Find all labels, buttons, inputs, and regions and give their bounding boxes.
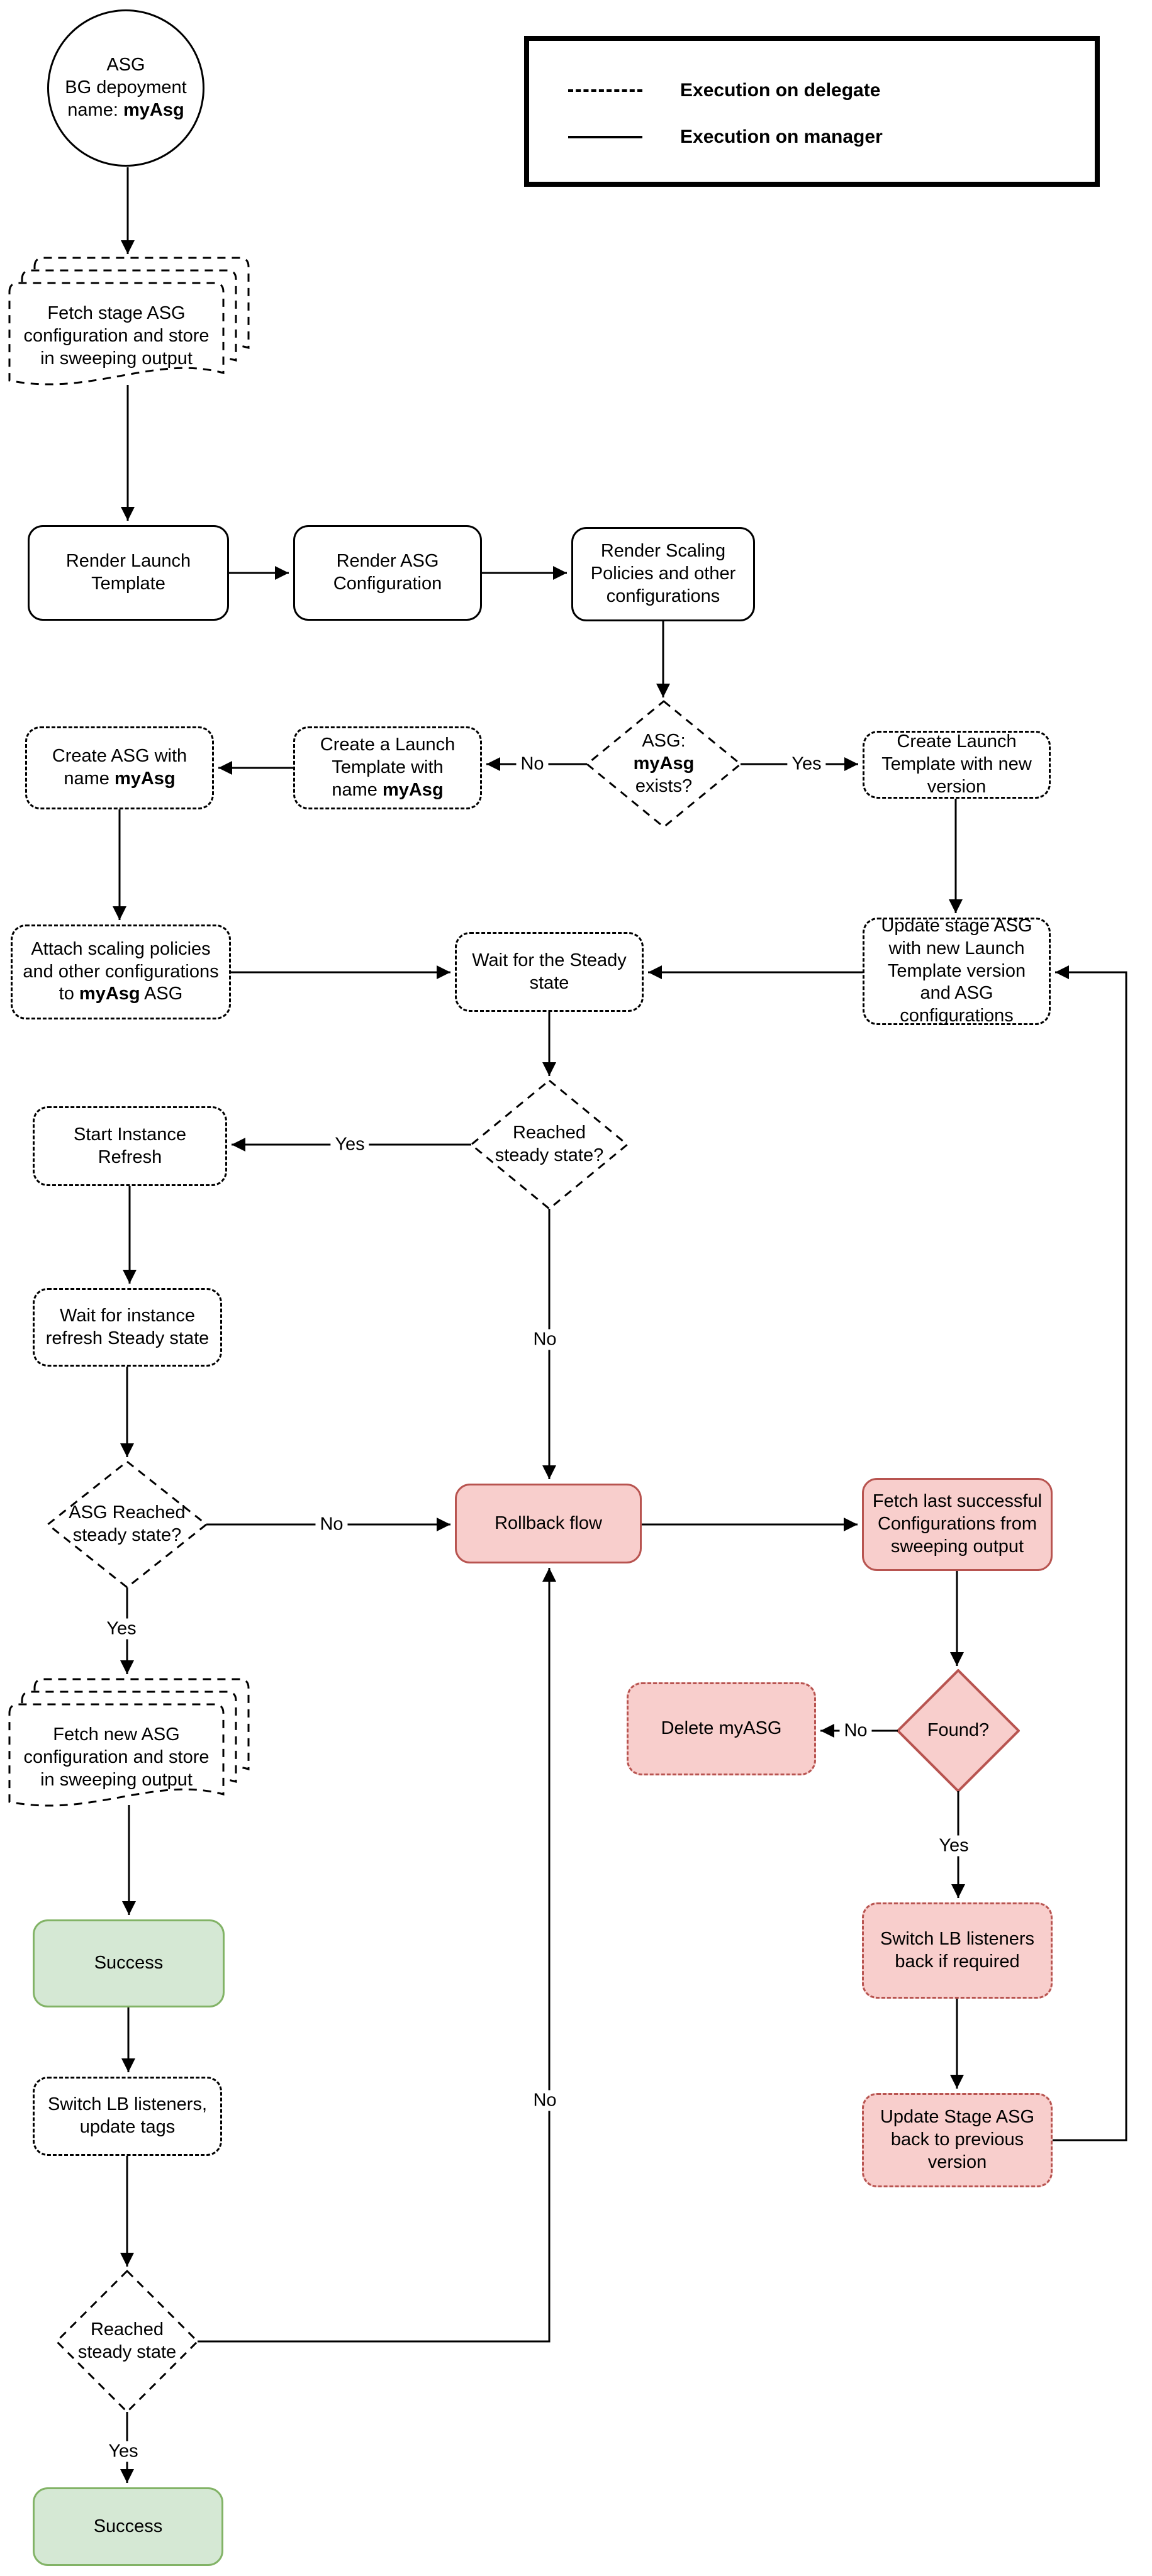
start-line1: ASG	[106, 55, 145, 75]
attach-line2: and other configurations	[23, 961, 219, 982]
reached-steady-diamond-shape	[470, 1079, 629, 1210]
label-final-yes: Yes	[104, 2441, 143, 2462]
create-asg-line1: Create ASG with	[52, 746, 187, 767]
render-scaling-policies-node: Render Scaling Policies and other config…	[571, 527, 755, 621]
label-reached-yes: Yes	[330, 1134, 369, 1155]
found-decision-node: Found?	[902, 1699, 1015, 1762]
start-instance-refresh-node: Start Instance Refresh	[33, 1106, 227, 1186]
update-stage-asg-label: Update stage ASG with new Launch Templat…	[881, 915, 1032, 1026]
success-mid-label: Success	[94, 1953, 164, 1974]
asg-reached-steady-diamond-shape	[47, 1460, 208, 1589]
asg-exists-diamond-shape	[586, 700, 742, 828]
rollback-flow-node: Rollback flow	[455, 1484, 642, 1563]
fetch-stage-label: Fetch stage ASG configuration and store …	[23, 303, 210, 369]
success-mid-node: Success	[33, 1919, 225, 2007]
fetch-stage-node: Fetch stage ASG configuration and store …	[16, 296, 217, 377]
render-launch-template-node: Render Launch Template	[28, 525, 229, 621]
wait-instance-refresh-label: Wait for instance refresh Steady state	[45, 1305, 210, 1348]
reached-steady-decision-node: Reached steady state?	[486, 1107, 612, 1182]
switch-lb-update-tags-label: Switch LB listeners, update tags	[47, 2094, 208, 2137]
asg-exists-line1: ASG:	[642, 731, 686, 752]
attach-line1: Attach scaling policies	[31, 938, 211, 959]
label-asg-reached-no: No	[315, 1514, 348, 1535]
edge-update-back-to-update-stage	[1053, 965, 1127, 2141]
update-stage-back-node: Update Stage ASG back to previous versio…	[862, 2093, 1053, 2187]
dashed-line-sample	[568, 89, 642, 92]
label-found-yes: Yes	[934, 1835, 973, 1857]
asg-exists-line2-bold: myAsg	[633, 753, 695, 774]
start-line3-prefix: name:	[67, 99, 123, 120]
render-asg-configuration-node: Render ASG Configuration	[293, 525, 482, 621]
create-launch-myasg-line3-prefix: name	[332, 779, 383, 800]
attach-scaling-policies-node: Attach scaling policies and other config…	[11, 924, 231, 1019]
label-asg-reached-yes: Yes	[102, 1618, 141, 1640]
reached-steady-final-decision-node: Reached steady state	[61, 2304, 193, 2379]
label-reached-no: No	[528, 1329, 561, 1350]
fetch-new-asg-node: Fetch new ASG configuration and store in…	[16, 1717, 217, 1799]
delete-myasg-node: Delete myASG	[627, 1682, 816, 1775]
create-launch-myasg-line3-bold: myAsg	[382, 779, 444, 800]
asg-exists-line2-suffix: exists?	[635, 775, 693, 796]
reached-steady-final-diamond-shape	[55, 2270, 199, 2413]
switch-lb-back-node: Switch LB listeners back if required	[862, 1902, 1053, 1999]
start-node: ASG BG depoyment name: myAsg	[47, 9, 204, 167]
start-instance-refresh-label: Start Instance Refresh	[74, 1124, 186, 1167]
legend-delegate-label: Execution on delegate	[680, 80, 881, 101]
attach-line3-suffix: ASG	[140, 984, 183, 1004]
edge-final-no-to-rollback	[198, 1568, 556, 2343]
create-asg-line2-prefix: name	[64, 769, 115, 789]
wait-steady-state-node: Wait for the Steady state	[455, 932, 644, 1012]
wait-instance-refresh-node: Wait for instance refresh Steady state	[33, 1288, 222, 1367]
start-line2: BG depoyment	[65, 77, 187, 98]
label-exists-yes: Yes	[787, 753, 826, 775]
wait-steady-state-label: Wait for the Steady state	[472, 950, 627, 993]
label-found-no: No	[839, 1720, 872, 1741]
connectors	[113, 167, 1127, 2483]
fetch-last-successful-label: Fetch last successful Configurations fro…	[872, 1491, 1043, 1557]
update-stage-back-label: Update Stage ASG back to previous versio…	[880, 2107, 1035, 2172]
asg-exists-decision-node: ASG: myAsg exists?	[601, 726, 727, 802]
fetch-stage-multidoc-shape	[8, 257, 250, 386]
create-launch-template-myasg-node: Create a Launch Template with name myAsg	[293, 726, 482, 809]
found-decision-label: Found?	[927, 1720, 990, 1741]
create-launch-myasg-line1: Create a Launch	[320, 735, 456, 755]
create-launch-myasg-line2: Template with	[332, 757, 444, 778]
asg-reached-steady-decision-label: ASG Reached steady state?	[69, 1502, 186, 1545]
render-scaling-policies-label: Render Scaling Policies and other config…	[590, 541, 736, 606]
asg-reached-steady-decision-node: ASG Reached steady state?	[58, 1487, 196, 1562]
legend: Execution on delegate Execution on manag…	[524, 36, 1100, 187]
create-launch-template-new-label: Create Launch Template with new version	[881, 731, 1032, 797]
fetch-new-asg-label: Fetch new ASG configuration and store in…	[23, 1724, 210, 1790]
switch-lb-back-label: Switch LB listeners back if required	[880, 1928, 1034, 1972]
label-final-no: No	[528, 2090, 561, 2111]
attach-line3-bold: myAsg	[79, 984, 140, 1004]
success-final-label: Success	[93, 2516, 163, 2536]
render-asg-configuration-label: Render ASG Configuration	[333, 551, 442, 594]
success-final-node: Success	[33, 2487, 223, 2566]
create-asg-line2-bold: myAsg	[114, 769, 176, 789]
reached-steady-decision-label: Reached steady state?	[495, 1123, 604, 1165]
solid-line-sample	[568, 136, 642, 138]
create-asg-myasg-node: Create ASG with name myAsg	[25, 726, 214, 809]
attach-line3-prefix: to	[59, 984, 79, 1004]
render-launch-template-label: Render Launch Template	[65, 551, 191, 594]
label-exists-no: No	[516, 753, 549, 775]
legend-row-delegate: Execution on delegate	[568, 80, 880, 101]
reached-steady-final-decision-label: Reached steady state	[77, 2319, 177, 2362]
update-stage-asg-node: Update stage ASG with new Launch Templat…	[863, 915, 1051, 1026]
legend-manager-label: Execution on manager	[680, 126, 883, 147]
switch-lb-update-tags-node: Switch LB listeners, update tags	[33, 2077, 222, 2156]
rollback-flow-label: Rollback flow	[495, 1513, 602, 1533]
legend-row-manager: Execution on manager	[568, 126, 883, 148]
create-launch-template-new-node: Create Launch Template with new version	[863, 731, 1051, 799]
start-line3-bold: myAsg	[123, 99, 184, 120]
fetch-last-successful-node: Fetch last successful Configurations fro…	[862, 1478, 1053, 1571]
fetch-new-asg-multidoc-shape	[8, 1678, 250, 1807]
delete-myasg-label: Delete myASG	[661, 1718, 782, 1739]
